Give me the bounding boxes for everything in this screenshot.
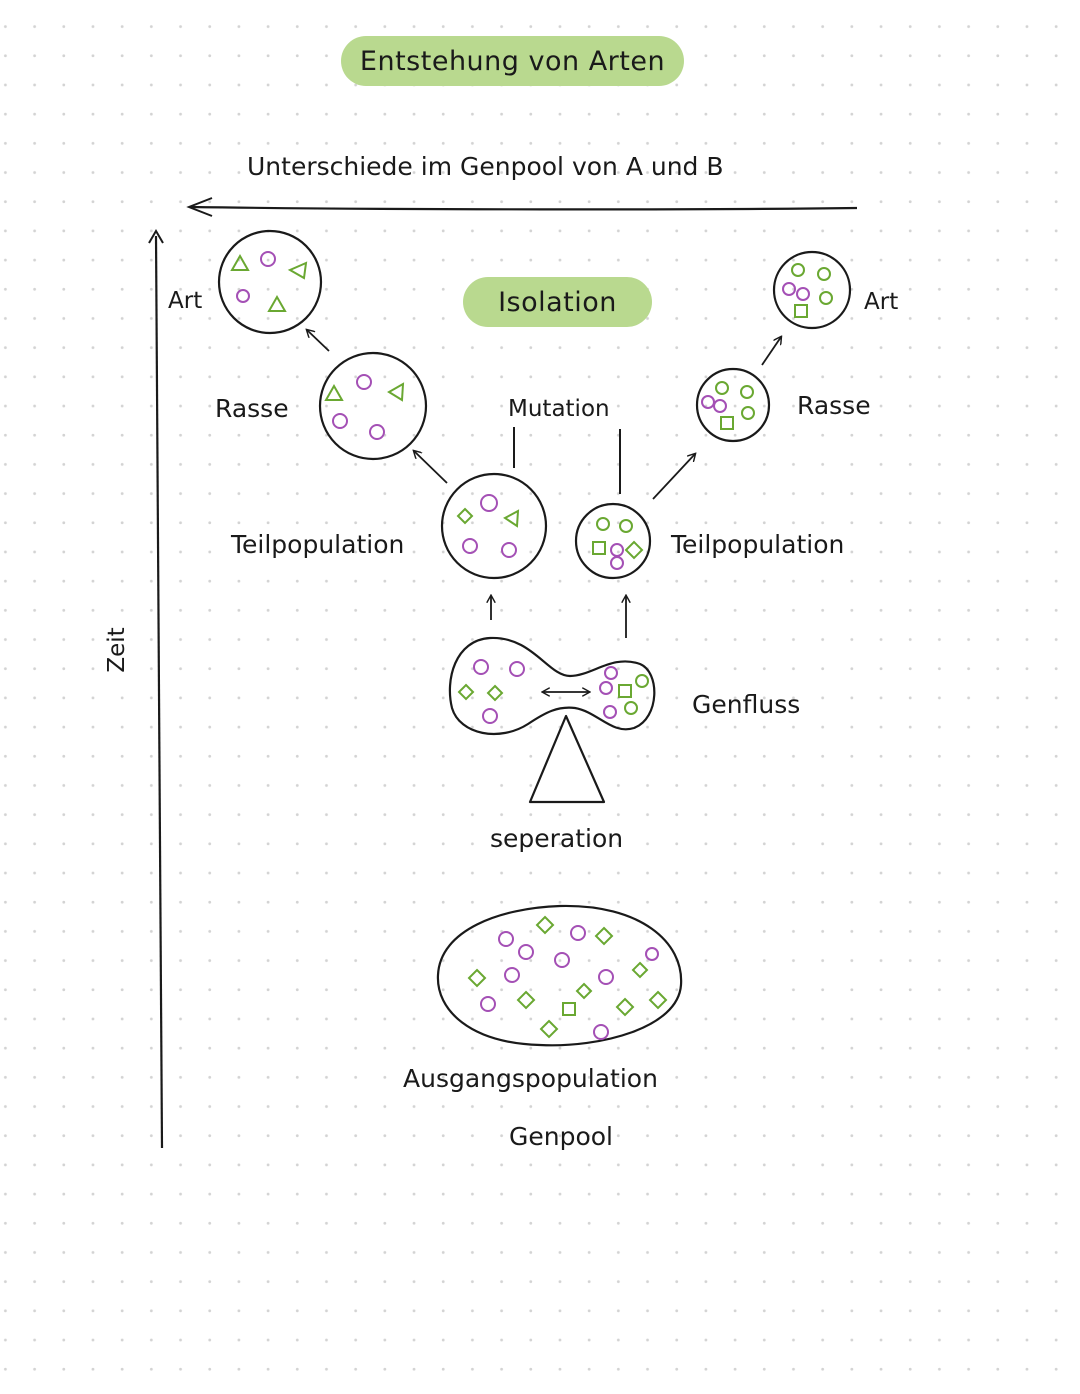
genfluss-label: Genfluss bbox=[692, 690, 801, 719]
mutation-label: Mutation bbox=[508, 396, 610, 422]
isolation-pill: Isolation bbox=[463, 277, 652, 327]
difference-axis-head bbox=[186, 197, 213, 217]
left-teilpopulation-label: Teilpopulation bbox=[231, 530, 405, 559]
difference-axis-arrow bbox=[189, 205, 858, 211]
isolation-pill-bg bbox=[463, 277, 652, 327]
genfluss-population bbox=[448, 636, 656, 736]
arrow-teil-to-rasse-right bbox=[652, 454, 695, 500]
difference-axis-label: Unterschiede im Genpool von A und B bbox=[247, 152, 724, 181]
arrow-teil-to-rasse-left bbox=[414, 451, 448, 484]
left-rasse-circle bbox=[318, 351, 428, 461]
title-pill-bg bbox=[341, 36, 684, 86]
right-art-circle bbox=[772, 250, 852, 330]
isolation-label: Isolation bbox=[498, 286, 617, 318]
time-axis-arrow bbox=[154, 235, 164, 1149]
left-rasse-label: Rasse bbox=[215, 394, 289, 423]
left-teilpopulation-circle bbox=[440, 472, 548, 580]
right-teilpopulation-label: Teilpopulation bbox=[671, 530, 845, 559]
left-art-circle bbox=[217, 229, 323, 335]
time-axis-head bbox=[148, 229, 164, 244]
arrow-rasse-to-art-right bbox=[761, 337, 781, 366]
arrow-rasse-to-art-left bbox=[307, 330, 330, 352]
separation-label: seperation bbox=[490, 824, 624, 853]
page-title: Entstehung von Arten bbox=[359, 45, 666, 77]
source-population-label: Ausgangspopulation bbox=[403, 1064, 658, 1093]
right-art-label: Art bbox=[864, 289, 899, 315]
right-rasse-circle bbox=[695, 367, 771, 443]
genpool-label: Genpool bbox=[509, 1122, 614, 1151]
right-rasse-label: Rasse bbox=[797, 391, 871, 420]
title-pill: Entstehung von Arten bbox=[341, 36, 684, 86]
time-axis-label: Zeit bbox=[104, 627, 130, 673]
source-population bbox=[436, 904, 683, 1047]
right-teilpopulation-circle bbox=[574, 502, 652, 580]
separation-barrier bbox=[528, 714, 606, 804]
left-art-label: Art bbox=[168, 288, 203, 314]
